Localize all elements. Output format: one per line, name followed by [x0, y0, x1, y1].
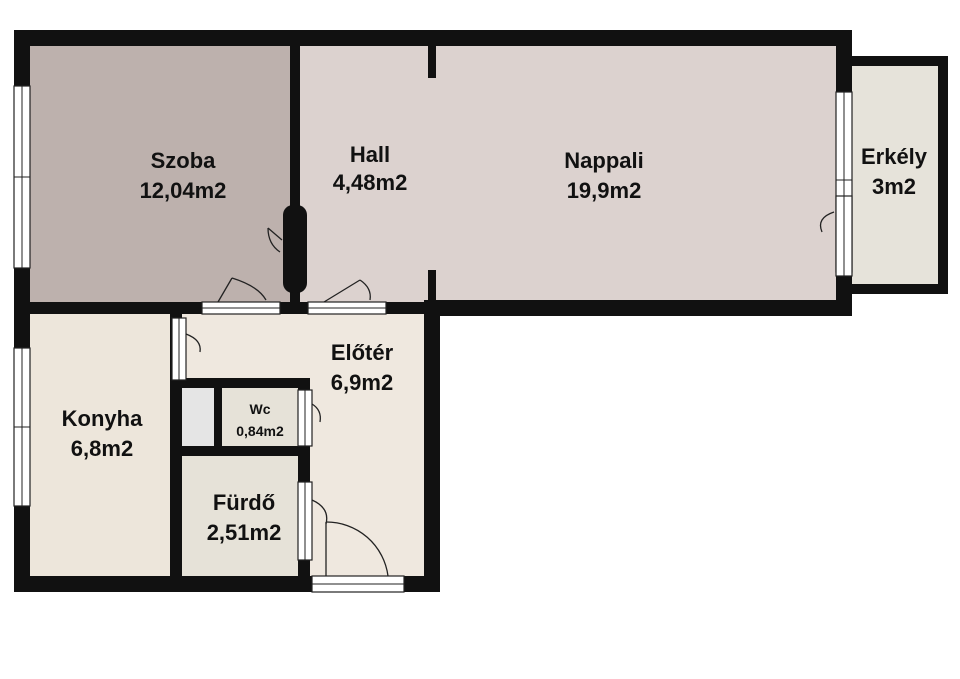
door-hall [307, 279, 387, 315]
room-area-nappali: 19,9m2 [567, 178, 642, 203]
room-area-erkely: 3m2 [872, 174, 916, 199]
door-entrance [311, 521, 405, 593]
room-area-hall: 4,48m2 [333, 170, 408, 195]
room-area-eloter: 6,9m2 [331, 370, 393, 395]
room-floor-szoba [22, 38, 294, 304]
room-name-erkely: Erkély [861, 144, 928, 169]
door-szoba-hall [267, 227, 283, 253]
room-name-furdo: Fürdő [213, 490, 275, 515]
room-floor-hall-nappali [294, 38, 844, 304]
room-area-konyha: 6,8m2 [71, 436, 133, 461]
room-floor-konyha [22, 310, 180, 584]
room-area-furdo: 2,51m2 [207, 520, 282, 545]
window-konyha [13, 347, 31, 507]
door-szoba [201, 277, 281, 315]
room-floor-shaft [182, 386, 218, 448]
room-name-nappali: Nappali [564, 148, 643, 173]
room-name-eloter: Előtér [331, 340, 394, 365]
room-name-hall: Hall [350, 142, 390, 167]
room-area-wc: 0,84m2 [236, 423, 284, 439]
room-floor-furdo [182, 454, 304, 584]
window-szoba [13, 85, 31, 269]
door-erkely [819, 195, 853, 277]
door-konyha [171, 317, 201, 381]
room-floor-wc [222, 386, 304, 448]
room-name-konyha: Konyha [62, 406, 143, 431]
room-name-wc: Wc [250, 401, 271, 417]
room-name-szoba: Szoba [151, 148, 217, 173]
room-area-szoba: 12,04m2 [140, 178, 227, 203]
door-wc [297, 389, 321, 447]
door-furdo [297, 481, 328, 561]
room-floor-erkely [844, 62, 940, 286]
chimney [283, 205, 307, 293]
